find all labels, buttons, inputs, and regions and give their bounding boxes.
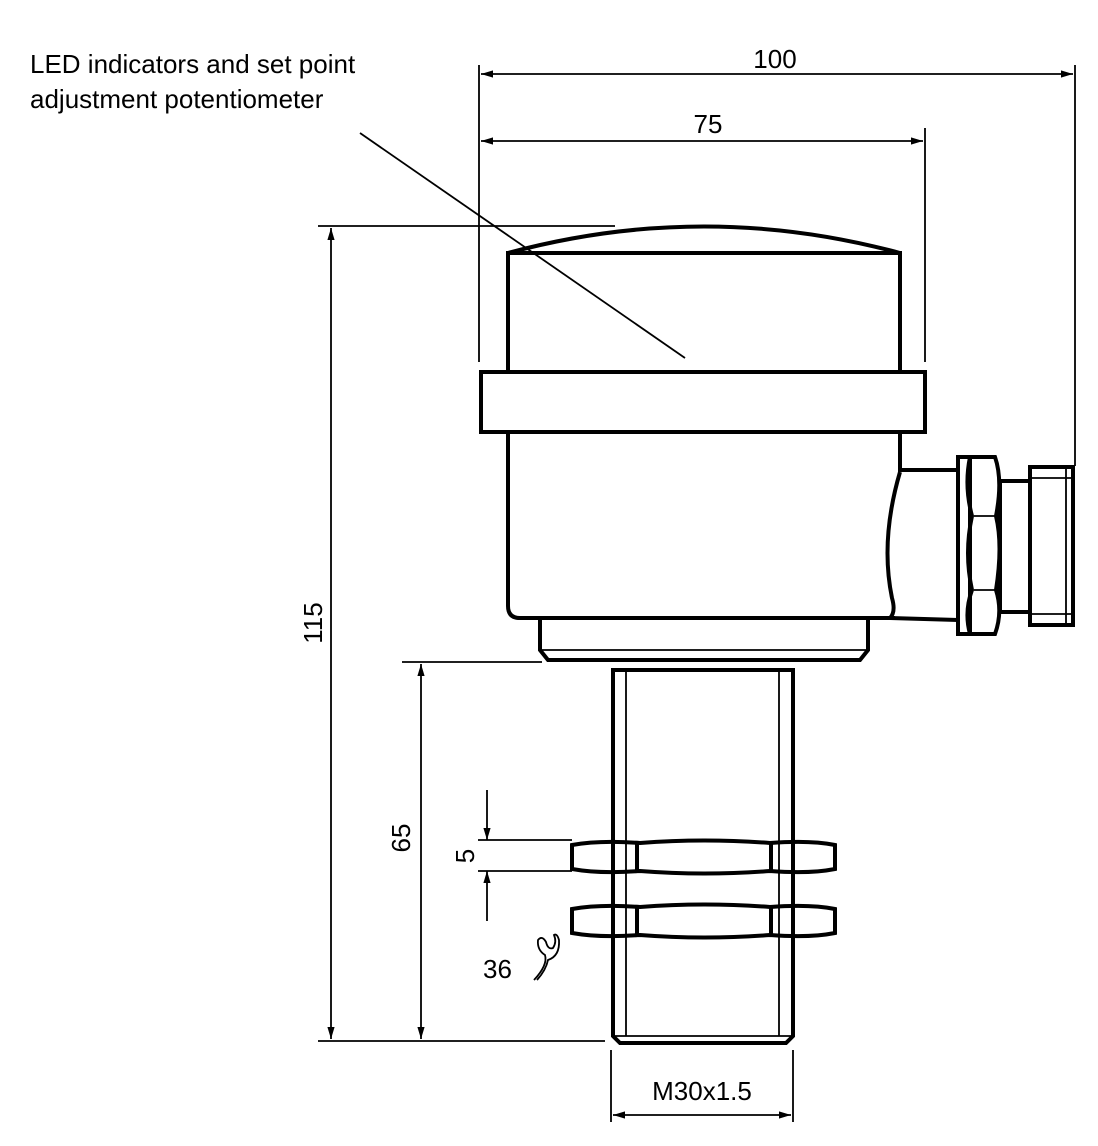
lock-nut-upper <box>570 838 837 876</box>
dimension-thread-label: M30x1.5 <box>652 1076 752 1106</box>
annotation-line-2: adjustment potentiometer <box>30 84 324 114</box>
sensor-housing <box>479 224 959 662</box>
dimension-65-label: 65 <box>386 824 416 853</box>
dimension-5: 5 <box>450 790 572 921</box>
housing-band <box>479 370 927 434</box>
wrench-icon <box>533 933 560 981</box>
cable-gland <box>956 455 1075 636</box>
threaded-shaft <box>611 668 795 1045</box>
annotation-line-1: LED indicators and set point <box>30 49 356 79</box>
dimension-115-label: 115 <box>298 602 328 643</box>
dimension-thread: M30x1.5 <box>610 1050 794 1122</box>
dimension-100-label: 100 <box>753 44 796 74</box>
dimension-65: 65 <box>386 661 542 1039</box>
wrench-size-label: 36 <box>483 954 512 984</box>
dimension-5-label: 5 <box>450 849 480 863</box>
dimension-115: 115 <box>298 225 615 1042</box>
lock-nut-lower <box>570 902 837 940</box>
dimension-100: 100 <box>478 44 1076 466</box>
leader-line <box>359 132 686 359</box>
dimension-75: 75 <box>481 109 926 362</box>
dimension-75-label: 75 <box>694 109 723 139</box>
